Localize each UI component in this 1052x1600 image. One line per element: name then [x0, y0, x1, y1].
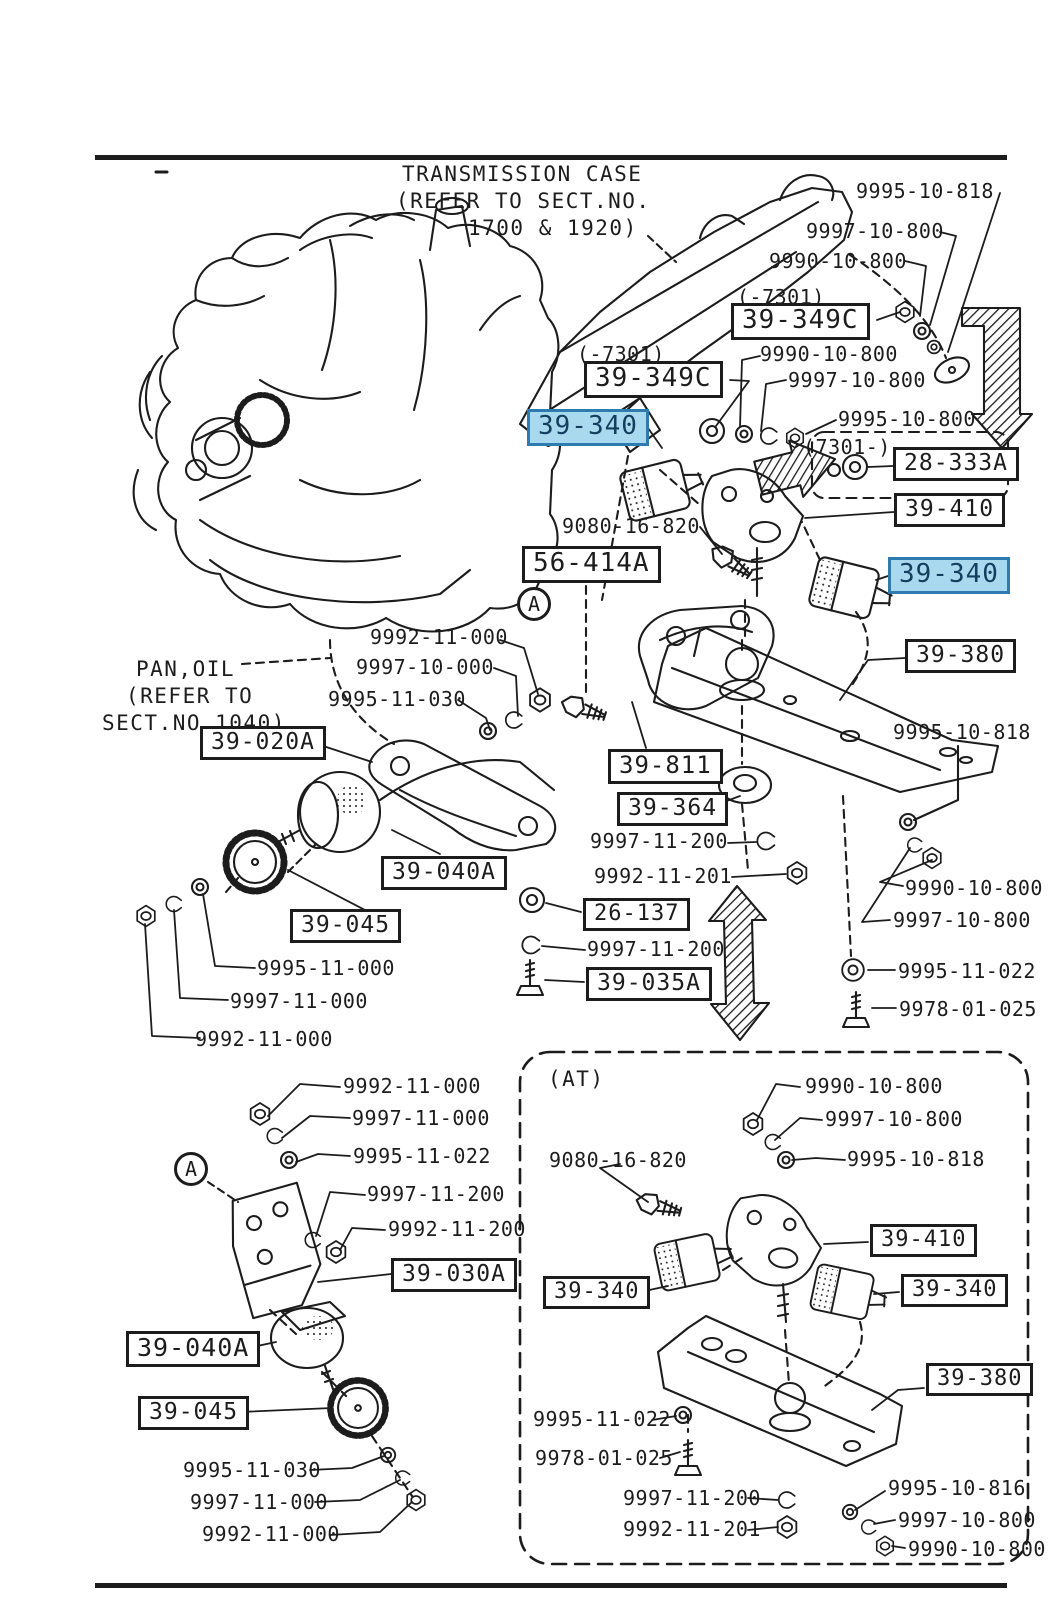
part-number-label: (-7301) [737, 285, 825, 309]
part-number-label: 9995-10-818 [856, 179, 994, 203]
transmission-case-note-line2: (REFER TO SECT.NO. [396, 189, 651, 213]
part-number-label: 9997-10-800 [898, 1508, 1036, 1532]
part-number-label: 9992-11-000 [343, 1074, 481, 1098]
part-number-callout-highlighted: 39-340 [527, 409, 649, 447]
part-number-label: 9995-11-030 [183, 1458, 321, 1482]
part-number-callout: 39-040A [126, 1331, 261, 1368]
top-rule [95, 155, 1007, 160]
part-number-label: 9997-11-000 [190, 1490, 328, 1514]
part-number-callout: 39-040A [381, 856, 507, 891]
detail-marker-a: A [174, 1152, 208, 1186]
part-number-label: 9995-11-000 [257, 956, 395, 980]
part-number-label: 9992-11-201 [623, 1517, 761, 1541]
part-number-label: 9978-01-025 [899, 997, 1037, 1021]
part-number-callout: 39-410 [870, 1224, 978, 1258]
part-number-label: 9990-10-800 [908, 1537, 1046, 1561]
part-number-label: 9990-10-800 [769, 249, 907, 273]
part-number-label: 9997-11-200 [587, 937, 725, 961]
part-number-callout: 39-811 [608, 749, 723, 785]
part-number-callout: 39-410 [894, 493, 1006, 528]
part-number-label: 9997-10-000 [356, 655, 494, 679]
part-number-callout: 39-020A [200, 726, 326, 761]
part-number-callout: 39-380 [905, 639, 1017, 674]
part-number-label: 9995-10-818 [847, 1147, 985, 1171]
part-number-label: 9995-11-022 [533, 1407, 671, 1431]
part-number-label: (7301-) [803, 435, 891, 459]
part-number-label: (-7301) [577, 342, 665, 366]
part-number-label: 9997-11-200 [367, 1182, 505, 1206]
part-number-label: 9990-10-800 [760, 342, 898, 366]
bottom-left-assembly [206, 1102, 426, 1512]
at-section [518, 1050, 1030, 1566]
part-number-label: 9997-10-800 [893, 908, 1031, 932]
part-number-callout: 39-340 [901, 1274, 1009, 1308]
part-number-label: 9992-11-000 [202, 1522, 340, 1546]
pan-oil-note-line1: PAN,OIL [136, 657, 236, 681]
part-number-label: 9997-10-800 [806, 219, 944, 243]
part-number-callout: 39-380 [926, 1363, 1034, 1397]
transmission-case-note-line3: 1700 & 1920) [468, 216, 638, 240]
part-number-label: 9995-10-800 [838, 407, 976, 431]
pan-oil-note-line2: (REFER TO [126, 684, 254, 708]
part-number-callout-highlighted: 39-340 [888, 557, 1010, 595]
part-number-label: 9992-11-000 [370, 625, 508, 649]
part-number-callout: 39-349C [584, 361, 723, 399]
part-number-label: 9995-11-030 [328, 687, 466, 711]
part-number-callout: 28-333A [893, 447, 1019, 482]
part-number-label: 9978-01-025 [535, 1446, 673, 1470]
part-number-callout: 39-045 [290, 909, 402, 944]
part-number-label: 9997-11-200 [623, 1486, 761, 1510]
transmission-case-note-line1: TRANSMISSION CASE [402, 162, 643, 186]
bottom-rule [95, 1583, 1007, 1588]
part-number-callout: 39-030A [391, 1258, 517, 1293]
part-number-label: 9995-11-022 [898, 959, 1036, 983]
part-number-label: 9997-10-800 [825, 1107, 963, 1131]
left-mount-assembly [136, 638, 557, 928]
detail-marker-a: A [517, 587, 551, 621]
part-number-label: 9080-16-820 [549, 1148, 687, 1172]
part-number-callout: 39-349C [731, 303, 870, 341]
part-number-callout: 39-340 [543, 1276, 651, 1310]
part-number-label: 9997-11-000 [352, 1106, 490, 1130]
part-number-label: 9080-16-820 [562, 514, 700, 538]
part-number-label: 9995-10-818 [893, 720, 1031, 744]
part-number-label: 9995-11-022 [353, 1144, 491, 1168]
part-number-label: 9997-10-800 [788, 368, 926, 392]
arrow-double-vertical-icon [707, 884, 771, 1042]
at-section-border [518, 1050, 1030, 1566]
center-mount-assembly [515, 453, 1000, 1029]
part-number-callout: 39-364 [617, 792, 729, 827]
part-number-label: 9992-11-201 [594, 864, 732, 888]
part-number-callout: 56-414A [522, 546, 661, 584]
part-number-label: 9997-11-000 [230, 989, 368, 1013]
part-number-label: 9990-10-800 [905, 876, 1043, 900]
direction-arrows [707, 306, 1034, 1042]
part-number-label: 9992-11-000 [195, 1027, 333, 1051]
part-number-label: 9992-11-200 [388, 1217, 526, 1241]
part-number-label: 9990-10-800 [805, 1074, 943, 1098]
at-section-label: (AT) [548, 1067, 605, 1091]
part-number-callout: 39-045 [138, 1396, 250, 1431]
engine-block [132, 196, 562, 633]
part-number-callout: 39-035A [586, 967, 712, 1002]
part-number-label: 9997-11-200 [590, 829, 728, 853]
part-number-callout: 26-137 [583, 898, 691, 932]
part-number-label: 9995-10-816 [888, 1476, 1026, 1500]
